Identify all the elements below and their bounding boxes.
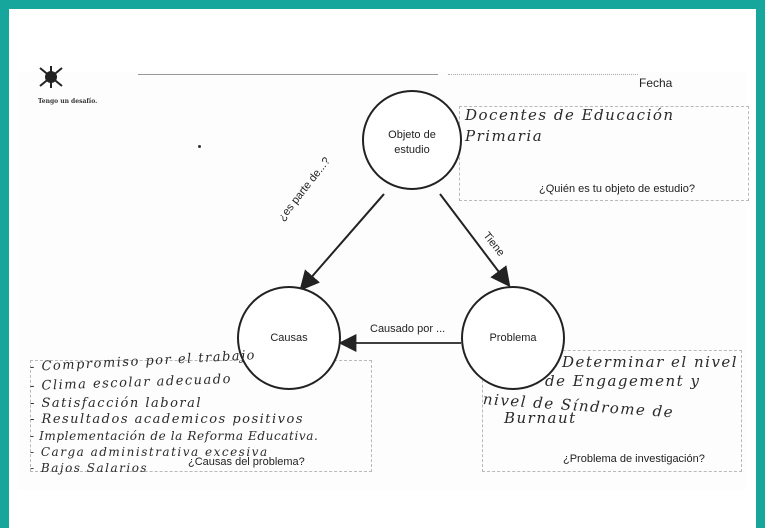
cause-item: - Implementación de la Reforma Educativa…: [30, 429, 319, 443]
cause-item: - Resultados academicos positivos: [30, 412, 305, 427]
problem-answer-box: [482, 350, 742, 472]
fecha-label: Fecha: [639, 76, 673, 90]
problem-answer-line-2: de Engagement y: [545, 372, 701, 390]
problem-node: Problema: [461, 286, 565, 390]
problem-question: ¿Problema de investigación?: [563, 453, 705, 465]
object-answer-line-1: Docentes de Educación: [465, 106, 675, 124]
cause-item: - Carga administrativa excesiva: [30, 445, 269, 459]
problem-answer-line-4: Burnaut: [504, 409, 577, 427]
problem-node-label: Problema: [489, 332, 537, 344]
object-node-label-1: Objeto de: [388, 129, 436, 141]
worksheet: Tengo un desafío. Fecha Objeto de estudi…: [18, 66, 749, 490]
object-node-label-2: estudio: [394, 144, 430, 156]
object-question: ¿Quién es tu objeto de estudio?: [539, 183, 695, 195]
problem-answer-line-1: Determinar el nivel: [562, 353, 739, 371]
object-answer-line-2: Primaria: [465, 127, 544, 145]
left-border: [0, 0, 9, 528]
causes-node: Causas: [237, 286, 341, 390]
diagram-arrows: [299, 193, 511, 352]
object-node: Objeto de estudio: [362, 90, 462, 190]
cause-item: - Bajos Salarios: [30, 461, 149, 475]
pencil-mark: [198, 145, 201, 148]
right-border: [756, 0, 765, 528]
motto-text: Tengo un desafío.: [38, 98, 98, 105]
header-line: [138, 74, 438, 75]
header-line: [448, 74, 638, 75]
top-border: [0, 0, 765, 9]
causes-node-label: Causas: [270, 332, 308, 344]
edge-label-bottom: Causado por ...: [370, 323, 446, 335]
causes-answer-box: [30, 360, 372, 472]
cause-item: - Satisfacción laboral: [30, 396, 203, 411]
causes-question: ¿Causas del problema?: [188, 456, 305, 468]
logo-icon: [36, 66, 66, 88]
